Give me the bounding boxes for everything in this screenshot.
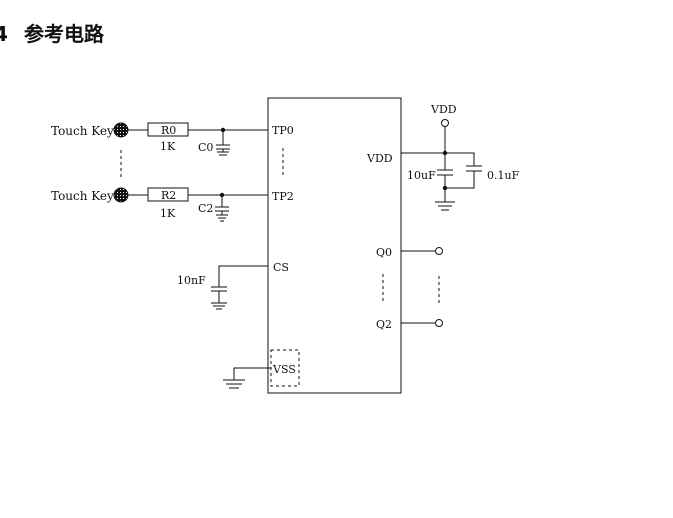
q2-terminal — [435, 319, 443, 327]
touch-key-1-label: Touch Key — [51, 124, 114, 138]
q0-terminal — [435, 247, 443, 255]
pin-tp2: TP2 — [272, 190, 294, 203]
section-title: 参考电路 — [24, 22, 104, 46]
node-gnd — [442, 185, 448, 191]
capacitor-c2 — [215, 195, 229, 222]
vdd-terminal — [441, 119, 449, 127]
ground-vdd-caps — [435, 201, 455, 211]
r2-label: R2 — [161, 189, 176, 202]
vdd-supply-label: VDD — [430, 103, 457, 116]
r0-label: R0 — [161, 124, 176, 137]
pin-cs: CS — [273, 261, 289, 274]
pin-vdd: VDD — [366, 152, 393, 165]
c2-label: C2 — [198, 202, 213, 215]
capacitor-10uf — [437, 153, 453, 202]
touch-key-2-pad — [113, 187, 129, 203]
section-heading: 4 参考电路 — [0, 18, 104, 47]
pin-vss: VSS — [272, 363, 296, 376]
pin-q0: Q0 — [376, 246, 392, 259]
touch-key-1-pad — [113, 122, 129, 138]
ic-body — [267, 97, 402, 394]
touch-key-2-label: Touch Key — [51, 189, 114, 203]
capacitor-0-1uf — [445, 165, 482, 189]
capacitor-c0 — [216, 130, 230, 156]
r0-value: 1K — [160, 140, 176, 153]
c0-label: C0 — [198, 141, 213, 154]
r2-value: 1K — [160, 207, 176, 220]
cs-cap-label: 10nF — [177, 274, 206, 287]
cap-10uf-label: 10uF — [407, 169, 436, 182]
cap-0-1uf-label: 0.1uF — [487, 169, 520, 182]
ground-vss — [223, 379, 245, 389]
pin-q2: Q2 — [376, 318, 392, 331]
section-number: 4 — [0, 22, 8, 46]
pin-tp0: TP0 — [272, 124, 294, 137]
capacitor-cs — [211, 286, 227, 310]
